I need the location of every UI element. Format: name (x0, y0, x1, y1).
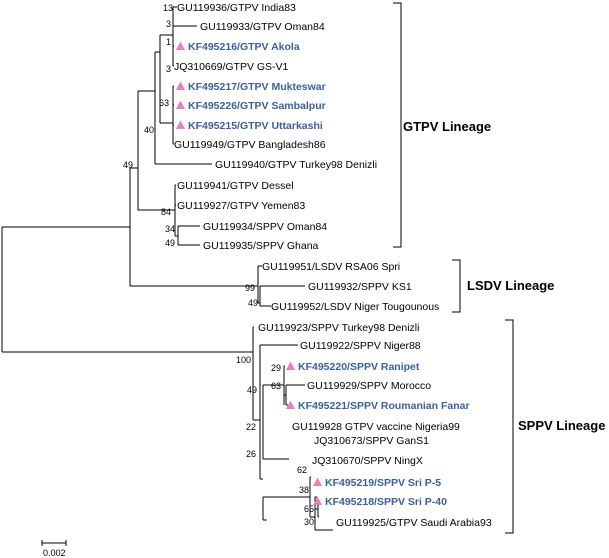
bootstrap-value: 62 (297, 465, 307, 475)
bootstrap-value: 49 (123, 160, 133, 170)
triangle-marker-icon (176, 81, 185, 90)
gtpv-bracket (393, 2, 402, 248)
leaf-label: JQ310669/GTPV GS-V1 (174, 61, 289, 73)
bootstrap-value: 38 (299, 485, 309, 495)
bootstrap-value: 29 (271, 363, 281, 373)
leaf-label: GU119951/LSDV RSA06 Spri (262, 261, 400, 273)
leaf-label: KF495219/SPPV Sri P-5 (325, 477, 441, 489)
bootstrap-value: 63 (159, 98, 169, 108)
leaf-label: GU119934/SPPV Oman84 (203, 221, 327, 233)
leaf-label: JQ310673/SPPV GanS1 (314, 435, 429, 447)
bootstrap-value: 1 (166, 37, 171, 47)
bootstrap-value: 3 (166, 19, 171, 29)
triangle-marker-icon (176, 41, 185, 50)
leaf-label: GU119940/GTPV Turkey98 Denizli (215, 159, 377, 171)
sppv-lineage-label: SPPV Lineage (518, 418, 605, 433)
lsdv-bracket (452, 259, 461, 313)
leaf-label: KF495220/SPPV Ranipet (298, 361, 420, 373)
bootstrap-value: 99 (245, 283, 255, 293)
bootstrap-value: 30 (304, 517, 314, 527)
bootstrap-value: 40 (144, 125, 154, 135)
bootstrap-value: 49 (248, 298, 258, 308)
bootstrap-value: 13 (163, 3, 173, 13)
leaf-label: GU119933/GTPV Oman84 (200, 21, 325, 33)
triangle-marker-icon (176, 120, 185, 129)
leaf-label: GU119925/GTPV Saudi Arabia93 (336, 517, 492, 529)
leaf-label: GU119949/GTPV Bangladesh86 (174, 139, 326, 151)
leaf-label: GU119935/SPPV Ghana (203, 240, 319, 252)
leaf-label: KF495217/GTPV Mukteswar (188, 81, 326, 93)
leaf-label: KF495216/GTPV Akola (188, 41, 300, 53)
triangle-marker-icon (176, 100, 185, 109)
leaf-label: GU119929/SPPV Morocco (307, 380, 431, 392)
bootstrap-value: 63 (271, 381, 281, 391)
leaf-labels: GU119936/GTPV India83 GU119933/GTPV Oman… (174, 2, 492, 529)
triangle-marker-icon (313, 496, 322, 505)
triangle-marker-icon (286, 400, 295, 409)
leaf-label: GU119952/LSDV Niger Tougounous (271, 301, 439, 313)
leaf-label: JQ310670/SPPV NingX (312, 455, 423, 467)
bootstrap-value: 3 (166, 64, 171, 74)
gtpv-lineage-label: GTPV Lineage (403, 119, 491, 134)
leaf-label: GU119923/SPPV Turkey98 Denizli (258, 322, 419, 334)
bootstrap-value: 49 (247, 385, 257, 395)
scale-bar-line (41, 540, 67, 546)
leaf-label: KF495215/GTPV Uttarkashi (188, 120, 323, 132)
tree-branches (1, 6, 333, 531)
highlight-markers (176, 41, 322, 505)
leaf-label: GU119932/SPPV KS1 (308, 281, 412, 293)
leaf-label: GU119941/GTPV Dessel (177, 180, 294, 192)
scale-bar-label: 0.002 (43, 548, 66, 558)
leaf-label: GU119936/GTPV India83 (177, 2, 296, 14)
leaf-label: KF495226/GTPV Sambalpur (188, 100, 326, 112)
bootstrap-value: 65 (304, 504, 314, 514)
triangle-marker-icon (286, 361, 295, 370)
leaf-label: KF495221/SPPV Roumanian Fanar (298, 400, 470, 412)
bootstrap-value: 34 (165, 224, 175, 234)
leaf-label: GU119928 GTPV vaccine Nigeria99 (292, 421, 460, 433)
bootstrap-value: 100 (236, 355, 251, 365)
bootstrap-value: 22 (246, 422, 256, 432)
bootstrap-values: 13 3 1 3 63 40 49 84 34 49 99 49 100 29 … (123, 3, 314, 527)
leaf-label: GU119922/SPPV Niger88 (300, 340, 421, 352)
triangle-marker-icon (313, 477, 322, 486)
bootstrap-value: 49 (165, 238, 175, 248)
lineage-brackets: GTPV Lineage LSDV Lineage SPPV Lineage (393, 2, 605, 534)
leaf-label: GU119927/GTPV Yemen83 (177, 200, 305, 212)
leaf-label: KF495218/SPPV Sri P-40 (325, 496, 447, 508)
scale-bar: 0.002 (41, 540, 67, 558)
bootstrap-value: 26 (246, 449, 256, 459)
bootstrap-value: 84 (161, 207, 171, 217)
sppv-bracket (505, 319, 514, 534)
lsdv-lineage-label: LSDV Lineage (467, 278, 554, 293)
